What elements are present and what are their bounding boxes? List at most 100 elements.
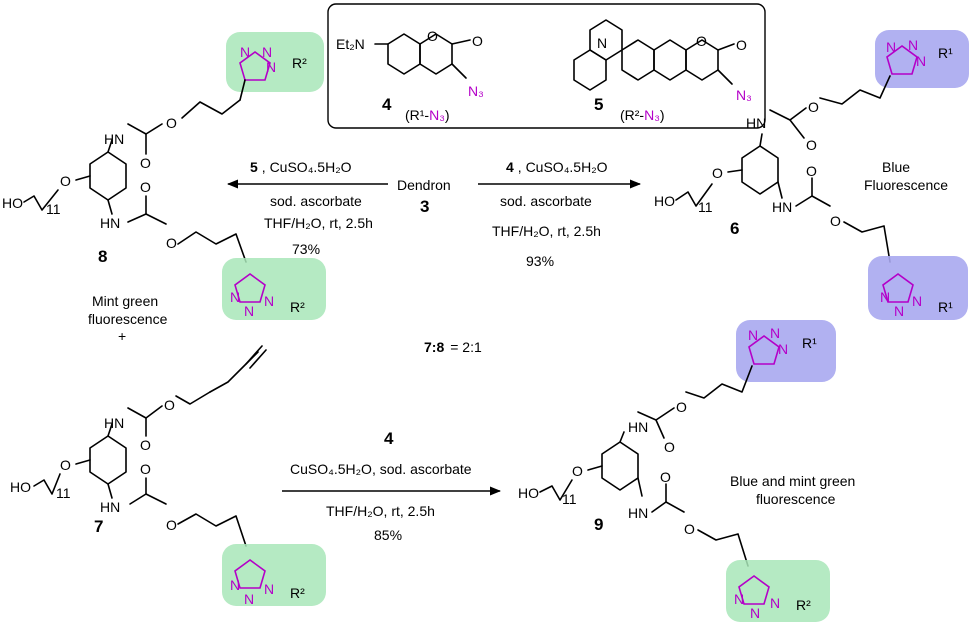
- p7-top-carbonyl-o: O: [140, 437, 151, 453]
- right-reductant: sod. ascorbate: [500, 193, 592, 209]
- compound-5-amine-label: N: [597, 35, 607, 51]
- p8-chain-index: 11: [46, 201, 61, 217]
- bottom-conditions-text: THF/H₂O, rt, 2.5h: [326, 503, 435, 519]
- p9-bottom-carbonyl-o: O: [660, 469, 671, 485]
- left-reagent: 5: [250, 159, 258, 175]
- p8-top-n3: N: [266, 59, 276, 75]
- product-8-structure: N N N R² O O HN O HO 11 HN O O N N N R² …: [2, 32, 326, 320]
- p9-top-n2: N: [770, 325, 780, 341]
- right-reagent: 4: [506, 159, 514, 175]
- right-conditions-text: THF/H₂O, rt, 2.5h: [492, 223, 601, 239]
- bottom-reagent: 4: [384, 429, 394, 448]
- compound-5-formula: (R²-N₃): [620, 107, 665, 123]
- p7-chain-ho: HO: [10, 479, 31, 495]
- product-9-fluorescence-line2: fluorescence: [756, 491, 836, 507]
- p9-bot-n2: N: [750, 605, 760, 621]
- p7-bottom-carbonyl-o: O: [140, 461, 151, 477]
- p9-top-n1: N: [748, 327, 758, 343]
- p7-chain-index: 11: [56, 485, 71, 501]
- p9-top-carbonyl-o: O: [664, 439, 675, 455]
- p6-top-n2: N: [908, 37, 918, 53]
- compound-4-formula-n3: N₃: [429, 107, 445, 123]
- product-8-plus: +: [118, 328, 126, 344]
- compound-5-number: 5: [594, 95, 603, 114]
- product-7-highlight: [222, 544, 326, 606]
- compound-4-number: 4: [382, 95, 392, 114]
- p6-bot-n1: N: [880, 289, 890, 305]
- left-conditions: 5, CuSO₄.5H₂O sod. ascorbate THF/H₂O, rt…: [250, 159, 373, 257]
- product-6-fluorescence-line1: Blue: [882, 159, 910, 175]
- product-6-bottom-r: R¹: [938, 299, 953, 315]
- p6-top-nh: HN: [746, 115, 766, 131]
- bottom-catalyst: CuSO₄.5H₂O, sod. ascorbate: [290, 461, 472, 477]
- p7-ether-o: O: [60, 457, 71, 473]
- compound-4-amine-label: Et₂N: [336, 36, 365, 52]
- compound-5-formula-close: ): [660, 107, 665, 123]
- left-reductant: sod. ascorbate: [270, 193, 362, 209]
- p6-bottom-nh: HN: [772, 199, 792, 215]
- product-8-bottom-r: R²: [290, 299, 305, 315]
- ratio-text: 7:8= 2:1: [424, 339, 482, 355]
- p7-top-ester-o: O: [164, 397, 175, 413]
- p8-bottom-nh: HN: [100, 215, 120, 231]
- p8-ether-o: O: [60, 173, 71, 189]
- p6-top-n1: N: [886, 39, 896, 55]
- compound-5-formula-n3: N₃: [644, 107, 660, 123]
- p7-bottom-ester-o: O: [166, 517, 177, 533]
- dendron-number: 3: [420, 197, 429, 216]
- product-8-top-r: R²: [292, 55, 307, 71]
- p9-bottom-nh: HN: [628, 505, 648, 521]
- compound-5-azide: N₃: [736, 87, 752, 103]
- compound-4-formula-r: (R¹-: [405, 107, 429, 123]
- right-catalyst: , CuSO₄.5H₂O: [518, 159, 608, 175]
- product-6-bottom-highlight: [868, 256, 968, 320]
- p8-top-n2: N: [262, 44, 272, 60]
- product-6-structure: N N N R¹ O O HN O HO 11 HN O O N N N R¹ …: [654, 30, 969, 320]
- p6-top-carbonyl-o: O: [806, 137, 817, 153]
- p7-bottom-nh: HN: [100, 499, 120, 515]
- product-9-number: 9: [594, 515, 603, 534]
- product-7-number: 7: [94, 517, 103, 536]
- p7-n3: N: [264, 581, 274, 597]
- p6-ether-o: O: [712, 165, 723, 181]
- p9-ether-o: O: [572, 463, 583, 479]
- compound-5-structure: N O O N₃ 5 (R²-N₃): [573, 19, 752, 123]
- p6-bot-n2: N: [894, 303, 904, 319]
- p6-bottom-carbonyl-o: O: [806, 163, 817, 179]
- product-8-fluorescence-line1: Mint green: [92, 293, 158, 309]
- p6-bot-n3: N: [912, 293, 922, 309]
- reagents-box: Et₂N O O N₃ 4 (R¹-N₃) N O O N₃ 5 (R²-N₃): [327, 3, 766, 129]
- left-yield: 73%: [292, 241, 320, 257]
- product-9-bottom-r: R²: [796, 597, 811, 613]
- p6-top-n3: N: [916, 53, 926, 69]
- product-9-top-r: R¹: [802, 335, 817, 351]
- compound-5-ring-oxygen: O: [696, 33, 707, 49]
- product-7-structure: O O HN O HO 11 HN O O N N N R² 7: [10, 345, 326, 607]
- compound-4-structure: Et₂N O O N₃ 4 (R¹-N₃): [336, 28, 484, 123]
- product-6-top-r: R¹: [938, 45, 953, 61]
- left-reagent-line: 5, CuSO₄.5H₂O: [250, 159, 352, 175]
- p8-bot-n3: N: [264, 293, 274, 309]
- p7-n1: N: [230, 577, 240, 593]
- right-reagent-line: 4, CuSO₄.5H₂O: [506, 159, 608, 175]
- p6-bottom-ester-o: O: [830, 213, 841, 229]
- p7-top-nh: HN: [104, 415, 124, 431]
- p6-chain-index: 11: [698, 199, 713, 215]
- p7-n2: N: [244, 591, 254, 607]
- compound-4-ring-oxygen: O: [427, 28, 438, 44]
- dendron-label: Dendron: [397, 177, 451, 193]
- p9-top-ester-o: O: [676, 399, 687, 415]
- compound-5-carbonyl-oxygen: O: [736, 37, 747, 53]
- right-conditions: 4, CuSO₄.5H₂O sod. ascorbate THF/H₂O, rt…: [492, 159, 608, 269]
- product-8-bottom-highlight: [222, 258, 326, 320]
- p9-bot-n3: N: [770, 595, 780, 611]
- p9-bot-n1: N: [734, 591, 744, 607]
- compound-4-formula: (R¹-N₃): [405, 107, 450, 123]
- p9-top-n3: N: [778, 341, 788, 357]
- product-8-number: 8: [98, 247, 107, 266]
- compound-5-formula-r: (R²-: [620, 107, 644, 123]
- bottom-conditions: 4 CuSO₄.5H₂O, sod. ascorbate THF/H₂O, rt…: [290, 429, 472, 543]
- p8-bottom-carbonyl-o: O: [140, 179, 151, 195]
- product-6-number: 6: [730, 219, 739, 238]
